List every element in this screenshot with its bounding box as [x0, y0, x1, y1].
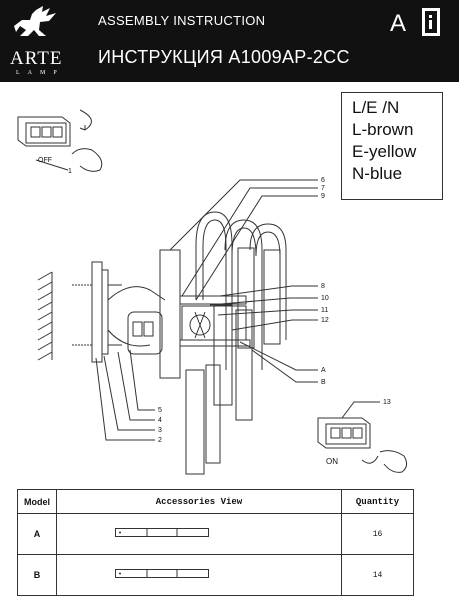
callout-11: 11 [321, 307, 328, 314]
assembly-diagram: OFF 1 [17, 109, 408, 475]
callout-8: 8 [321, 283, 325, 290]
legend-line: L/E /N [352, 98, 400, 117]
switch-off-label: OFF [38, 157, 52, 164]
title-russian: ИНСТРУКЦИЯ A1009AP-2CC [98, 47, 350, 67]
callout-9: 9 [321, 193, 325, 200]
callout-10: 10 [321, 295, 329, 302]
accessories-table: Model Accessories View Quantity A 16 B 1… [17, 489, 414, 596]
wall-hatch [37, 271, 53, 361]
callout-6: 6 [321, 177, 325, 184]
manual-book-icon [422, 8, 440, 36]
callout-1: 1 [68, 168, 72, 175]
table-row: B 14 [17, 554, 414, 596]
callout-2: 2 [158, 437, 162, 444]
header-quantity: Quantity [341, 489, 414, 514]
brand-logo: ARTE LAMP [6, 4, 72, 78]
callout-5: 5 [158, 407, 162, 414]
screw-icon [115, 569, 209, 578]
row-model: A [17, 513, 57, 555]
callout-3: 3 [158, 427, 162, 434]
switch-on-label: ON [326, 457, 338, 466]
griffin-icon [14, 6, 56, 36]
callout-leaders [95, 179, 318, 441]
row-model: B [17, 554, 57, 596]
mounting-plate [72, 261, 122, 363]
accessory-view-cell [56, 513, 342, 555]
callout-4: 4 [158, 417, 162, 424]
callout-A: A [321, 367, 326, 374]
legend-line: N-blue [352, 164, 403, 183]
accessory-view-cell [56, 554, 342, 596]
header-banner: ARTE LAMP ASSEMBLY INSTRUCTION ИНСТРУКЦИ… [0, 0, 459, 82]
row-quantity: 16 [341, 513, 414, 555]
legend-line: L-brown [352, 120, 414, 139]
lamp-body [159, 249, 251, 379]
table-row: A 16 [17, 513, 414, 555]
switch-off-illustration [17, 109, 103, 172]
screw-icon [115, 528, 209, 537]
callout-B: B [321, 379, 326, 386]
callout-7: 7 [321, 185, 325, 192]
switch-on-illustration [317, 401, 408, 473]
title-english: ASSEMBLY INSTRUCTION [98, 13, 266, 28]
header-model: Model [17, 489, 57, 514]
wiring-legend: L/E /N L-brown E-yellow N-blue [341, 92, 443, 200]
callout-13: 13 [383, 399, 391, 406]
row-quantity: 14 [341, 554, 414, 596]
brand-subtitle: LAMP [16, 70, 65, 76]
legend-line: E-yellow [352, 142, 417, 161]
page-letter: A [390, 10, 407, 37]
brand-name: ARTE [10, 48, 63, 69]
terminal-block [107, 286, 166, 355]
glass-shades [185, 247, 281, 475]
callout-12: 12 [321, 317, 329, 324]
header-accessories-view: Accessories View [56, 489, 342, 514]
